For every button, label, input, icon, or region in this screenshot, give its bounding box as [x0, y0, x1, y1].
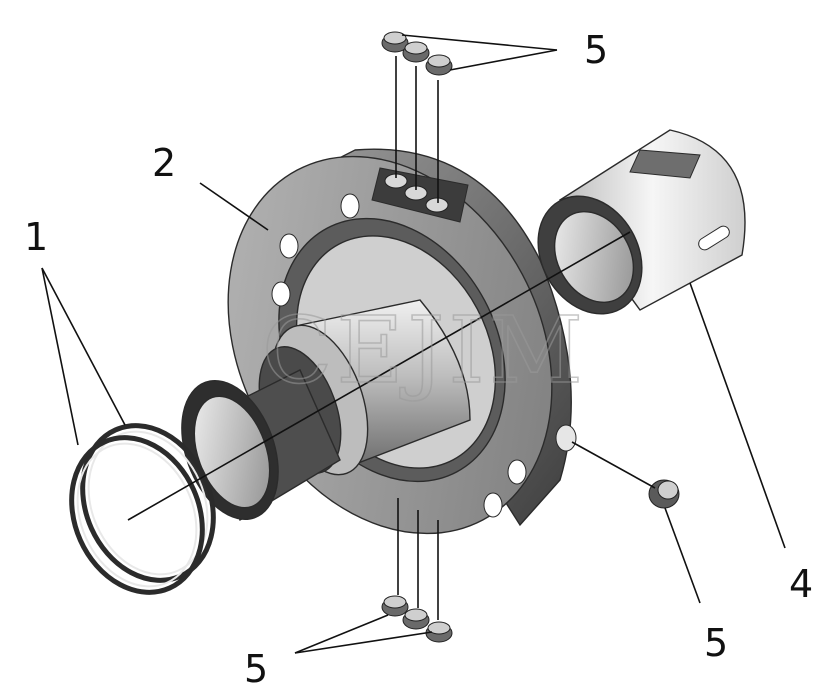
set-screws-bottom: [381, 595, 453, 643]
callout-5-side: 5: [704, 621, 728, 665]
callout-5-bottom: 5: [244, 647, 268, 691]
set-screw: [381, 595, 409, 617]
callout-5-top: 5: [584, 28, 608, 72]
set-screw: [381, 31, 409, 53]
callout-4: 4: [789, 562, 813, 606]
set-screws-top: [381, 31, 453, 76]
flange-hub-part: [181, 148, 577, 535]
set-screw: [402, 41, 430, 63]
set-screw: [402, 608, 430, 630]
o-rings-part: [69, 423, 216, 595]
callout-leaders: [41, 34, 786, 654]
callout-2: 2: [152, 141, 176, 185]
set-screw: [425, 54, 453, 76]
callout-1: 1: [24, 215, 48, 259]
assembly-axis-lines: [127, 56, 656, 620]
flange-bolt-holes: [271, 193, 577, 518]
set-screw-side: [648, 479, 680, 509]
watermark: CEJIM: [262, 297, 587, 404]
rim-screw-holes: [371, 167, 469, 223]
